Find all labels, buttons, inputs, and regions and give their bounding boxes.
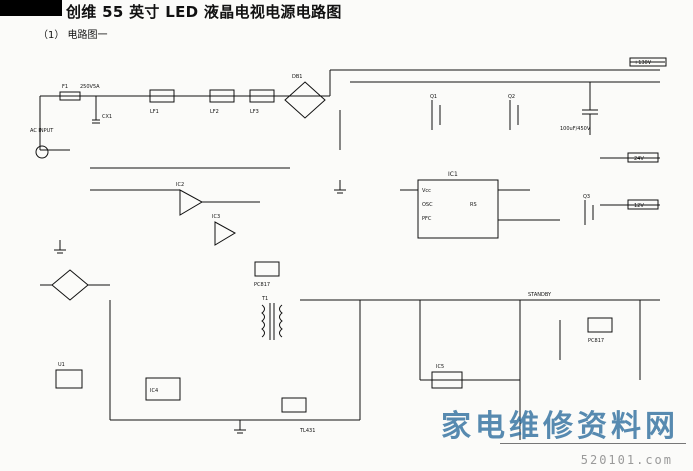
- wire-top-rail: [40, 69, 660, 150]
- opamp-section: IC2 IC3: [90, 167, 290, 246]
- q3-label: Q3: [583, 194, 590, 200]
- opto2-label: PC817: [588, 338, 604, 344]
- ac-input-section: F1 250V5A AC INPUT CX1 LF1 LF2 LF3: [30, 84, 275, 159]
- watermark-url: 520101.com: [580, 453, 673, 467]
- ac-input-label: AC INPUT: [30, 128, 54, 134]
- fuse-label: F1: [62, 84, 68, 90]
- ic4-label: IC4: [150, 388, 158, 394]
- output-24v: 24V: [600, 152, 660, 163]
- bulk-capacitor: 100uF/450V: [560, 82, 598, 135]
- t1-label: T1: [261, 296, 268, 302]
- bridge-rectifier: DB1: [284, 74, 326, 119]
- u1-label: U1: [58, 362, 65, 368]
- output-130v: +130V: [629, 57, 667, 67]
- ic3-label: IC3: [212, 214, 220, 220]
- ic1-controller: IC1 Vcc OSC PFC RS: [400, 171, 560, 239]
- right-lower-circuit: STANDBY: [519, 292, 660, 440]
- ic5-label: IC5: [436, 364, 444, 370]
- section-heading: （1） 电路图一: [38, 30, 108, 41]
- ic1-rs: RS: [470, 202, 477, 208]
- fuse-rating: 250V5A: [80, 84, 100, 90]
- lf2-label: LF2: [210, 109, 219, 115]
- transformer-t1: T1: [261, 296, 283, 340]
- q1-label: Q1: [430, 94, 437, 100]
- output-12v: 12V: [600, 199, 660, 210]
- lf3-label: LF3: [250, 109, 259, 115]
- watermark-divider: [500, 443, 686, 444]
- q2-label: Q2: [508, 94, 515, 100]
- corner-bar: [0, 0, 62, 16]
- ic1-pfc: PFC: [422, 216, 432, 222]
- out-12v-label: 12V: [634, 203, 644, 209]
- standby-ic: IC4 U1: [55, 362, 181, 401]
- lf1-label: LF1: [150, 109, 159, 115]
- page-title: 创维 55 英寸 LED 液晶电视电源电路图: [66, 3, 342, 21]
- ic1-osc: OSC: [422, 202, 433, 208]
- optocoupler-group: PC817 PC817: [254, 261, 613, 413]
- ic1-vcc: Vcc: [422, 188, 431, 194]
- standby-label: STANDBY: [528, 292, 552, 298]
- cx1-label: CX1: [102, 114, 112, 120]
- bulk-cap-label: 100uF/450V: [560, 126, 591, 132]
- standby-bridge: [40, 269, 110, 301]
- ground-symbols: [54, 180, 346, 434]
- out-24v-label: 24V: [634, 156, 644, 162]
- opto1-label: PC817: [254, 282, 270, 288]
- transistor-group: Q1 Q2 Q3: [430, 94, 594, 225]
- output-130v-label: +130V: [634, 60, 652, 66]
- tl431-label: TL431: [299, 428, 315, 434]
- lower-middle-circuit: IC5 TL431: [109, 299, 520, 434]
- ic1-label: IC1: [448, 171, 458, 178]
- ic2-label: IC2: [176, 182, 184, 188]
- bridge-label: DB1: [292, 74, 302, 80]
- watermark-logo: 家电维修资料网: [441, 409, 679, 444]
